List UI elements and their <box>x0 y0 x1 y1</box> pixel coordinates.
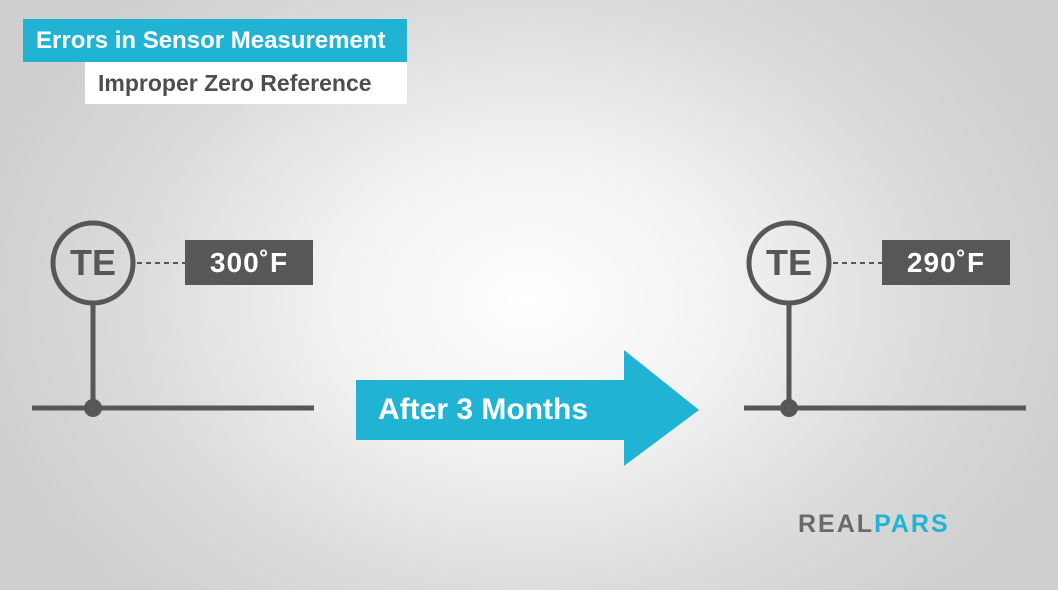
right-te-tag: TE <box>765 242 812 283</box>
right-instrument <box>744 220 1026 417</box>
arrow-label: After 3 Months <box>378 393 588 426</box>
page-subtitle: Improper Zero Reference <box>85 62 407 104</box>
realpars-logo: REALPARS <box>798 510 950 539</box>
left-instrument <box>32 220 314 417</box>
left-temperature-readout: 300˚F <box>185 240 313 285</box>
page-title: Errors in Sensor Measurement <box>23 19 407 62</box>
logo-text-pars: PARS <box>874 510 950 538</box>
right-te-bubble <box>746 220 832 306</box>
right-temperature-readout: 290˚F <box>882 240 1010 285</box>
after-arrow <box>356 350 699 466</box>
left-process-tap-dot <box>84 399 102 417</box>
logo-text-real: REAL <box>798 510 875 538</box>
right-process-tap-dot <box>780 399 798 417</box>
left-te-bubble <box>50 220 136 306</box>
left-te-tag: TE <box>69 242 116 283</box>
